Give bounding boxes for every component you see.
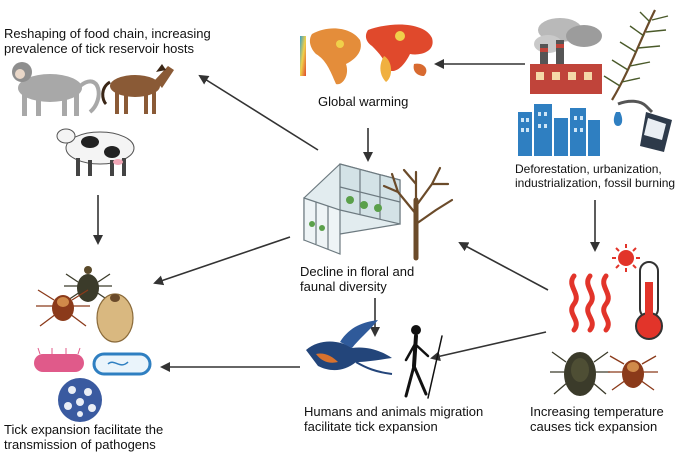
- tick-icon: [608, 355, 658, 391]
- arrows: [93, 59, 600, 372]
- migration-label: Humans and animals migration facilitate …: [304, 404, 484, 434]
- world-map-icon: [300, 24, 433, 85]
- decline-label: Decline in floral and faunal diversity: [300, 264, 415, 294]
- bacteria-icon: [34, 347, 84, 372]
- food-chain-label: Reshaping of food chain, increasing prev…: [4, 26, 211, 56]
- arrow-temperature-to-migration: [430, 331, 547, 362]
- cow-icon: [56, 128, 135, 176]
- pathogens-label: Tick expansion facilitate the transmissi…: [4, 422, 164, 452]
- city-buildings-icon: [518, 104, 600, 156]
- swallow-bird-icon: [306, 320, 393, 375]
- arrow-warming-to-foodchain: [198, 74, 319, 151]
- tick-icon: [550, 351, 610, 396]
- arrow-temperature-to-decline: [458, 242, 549, 291]
- bacteria-icon: [92, 352, 152, 376]
- monkey-icon: [12, 62, 101, 116]
- tick-icon: [96, 293, 134, 343]
- walking-human-icon: [404, 325, 443, 399]
- sun-icon: [612, 244, 640, 272]
- arrow-decline-to-ticks: [153, 236, 291, 286]
- thermometer-icon: [635, 261, 663, 340]
- greenhouse-icon: [303, 163, 401, 255]
- fuel-pump-icon: [613, 99, 672, 152]
- pine-branch-icon: [603, 9, 669, 101]
- factory-icon: [530, 18, 602, 94]
- tick-icon: [36, 289, 90, 327]
- temperature-label: Increasing temperature causes tick expan…: [530, 404, 664, 434]
- horse-icon: [101, 64, 174, 114]
- global-warming-label: Global warming: [318, 94, 409, 109]
- bare-tree-icon: [382, 166, 454, 261]
- heat-waves-icon: [569, 273, 611, 333]
- virus-icon: [58, 378, 102, 422]
- deforestation-label: Deforestation, urbanization, industriali…: [515, 162, 676, 190]
- tick-icon: [64, 266, 112, 302]
